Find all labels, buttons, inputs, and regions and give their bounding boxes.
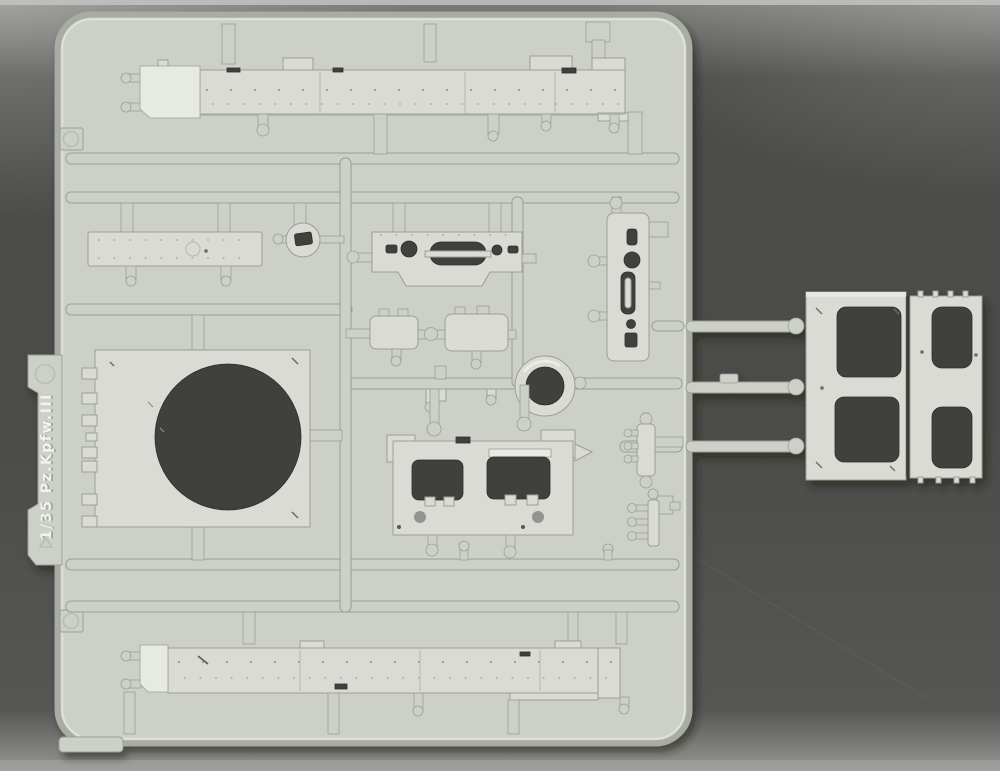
frame-mark-tab-upper bbox=[59, 127, 84, 151]
runner-h2 bbox=[65, 191, 680, 204]
sprue: 1/35 Pz.Kpfw.III 1/35 Pz.Kpfw.III bbox=[27, 11, 983, 753]
tag-circle-mark bbox=[34, 363, 56, 385]
part-rear-plate-right bbox=[906, 290, 983, 484]
runner-v1 bbox=[339, 157, 352, 613]
tag-recycle-mark bbox=[38, 536, 54, 548]
runner-v2 bbox=[511, 196, 524, 388]
runner-h4 bbox=[65, 558, 680, 571]
tag-text-shadow: 1/35 Pz.Kpfw.III bbox=[41, 393, 57, 540]
runner-h8 bbox=[651, 320, 685, 332]
turret-ring-opening bbox=[154, 363, 302, 511]
frame-bottom-tab bbox=[58, 736, 124, 753]
part-front-plate bbox=[346, 202, 537, 287]
part-vertical-plate bbox=[587, 196, 669, 362]
runner-h3 bbox=[65, 303, 353, 316]
part-turret-ring-plate bbox=[81, 314, 343, 561]
gate-stub-h6 bbox=[573, 376, 587, 390]
frame-mark-tab-lower bbox=[59, 609, 84, 633]
part-hatch-pair bbox=[345, 305, 517, 370]
runner-extension-stubs bbox=[685, 317, 805, 455]
part-hull-side-bottom bbox=[120, 611, 630, 735]
part-small-cluster bbox=[627, 488, 681, 547]
part-stowage-plank bbox=[87, 202, 263, 287]
runner-h1 bbox=[65, 152, 680, 165]
sprue-id-tag: 1/35 Pz.Kpfw.III 1/35 Pz.Kpfw.III bbox=[27, 354, 63, 566]
part-round-hatch bbox=[272, 202, 345, 258]
part-ring bbox=[514, 355, 576, 417]
part-hull-side-top bbox=[120, 55, 643, 155]
part-rear-plate-left bbox=[805, 291, 907, 481]
gate-top-1 bbox=[221, 23, 236, 65]
part-ribbed-strip bbox=[623, 412, 684, 489]
part-superstructure-front bbox=[386, 384, 594, 559]
gate-stubs-h4 bbox=[458, 540, 614, 561]
gate-top-2 bbox=[423, 23, 437, 63]
runners bbox=[65, 21, 805, 613]
tag-text: 1/35 Pz.Kpfw.III bbox=[39, 393, 55, 540]
runner-h5 bbox=[65, 600, 680, 613]
